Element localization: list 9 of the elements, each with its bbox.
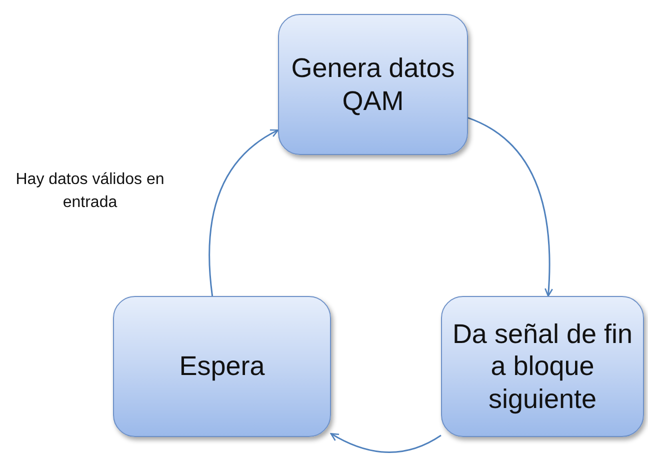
box-text: Espera: [179, 350, 265, 383]
curved-arrow: [468, 117, 553, 297]
process-box: [278, 14, 468, 155]
curved-arrow: [208, 129, 279, 296]
process-box: [441, 296, 644, 437]
box-text: Da señal de fin a bloque siguiente: [451, 318, 634, 416]
curved-arrow: [330, 432, 442, 453]
box-text: Genera datos QAM: [290, 52, 456, 117]
process-box: [113, 296, 331, 437]
